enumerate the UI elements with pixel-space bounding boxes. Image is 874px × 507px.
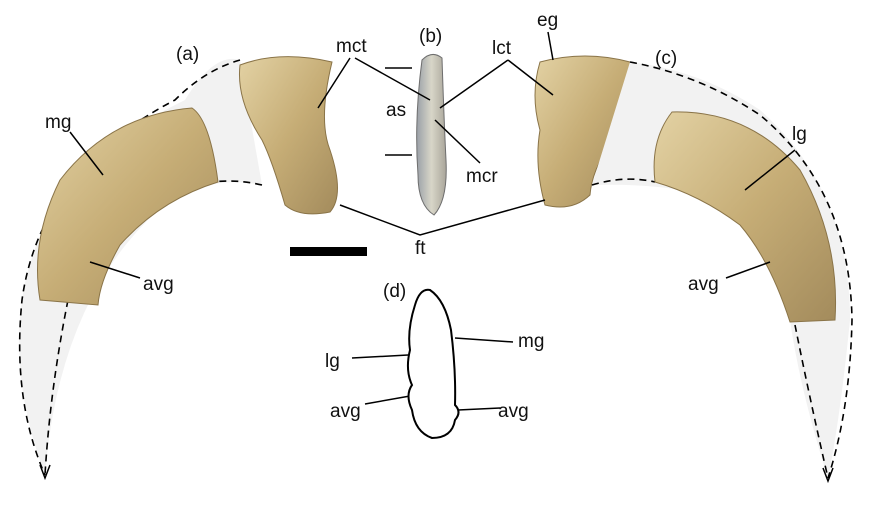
claw-c-fossil xyxy=(653,111,837,323)
label-lg-c: lg xyxy=(792,124,807,145)
claw-a-dashed-outline xyxy=(18,59,241,476)
scale-bar xyxy=(290,247,367,256)
claw-a-tip-arrow xyxy=(39,464,51,481)
label-lct: lct xyxy=(492,38,512,59)
claw-c-dashed-inner xyxy=(591,178,829,479)
fossil-mct xyxy=(239,56,338,215)
panel-label-b: (b) xyxy=(419,26,442,47)
panel-label-a: (a) xyxy=(176,44,199,65)
label-avg-d-right: avg xyxy=(498,401,529,422)
cross-section-d xyxy=(406,288,460,440)
fossil-lct xyxy=(534,55,631,208)
label-avg-c: avg xyxy=(688,274,719,295)
label-mg-d: mg xyxy=(518,331,544,352)
claw-a-fossil xyxy=(37,107,219,306)
label-mg-a: mg xyxy=(45,112,71,133)
label-avg-d-left: avg xyxy=(330,401,361,422)
label-lg-d: lg xyxy=(325,351,340,372)
panel-label-d: (d) xyxy=(383,281,406,302)
claw-c-tip-arrow xyxy=(822,467,834,484)
label-eg: eg xyxy=(537,10,558,31)
label-as: as xyxy=(386,100,406,121)
fossil-b xyxy=(416,54,447,216)
label-ft: ft xyxy=(415,238,426,259)
leader-lines xyxy=(69,31,796,411)
label-avg-a: avg xyxy=(143,274,174,295)
panel-label-c: (c) xyxy=(655,48,677,69)
label-mct: mct xyxy=(336,36,367,57)
label-mcr: mcr xyxy=(466,166,498,187)
